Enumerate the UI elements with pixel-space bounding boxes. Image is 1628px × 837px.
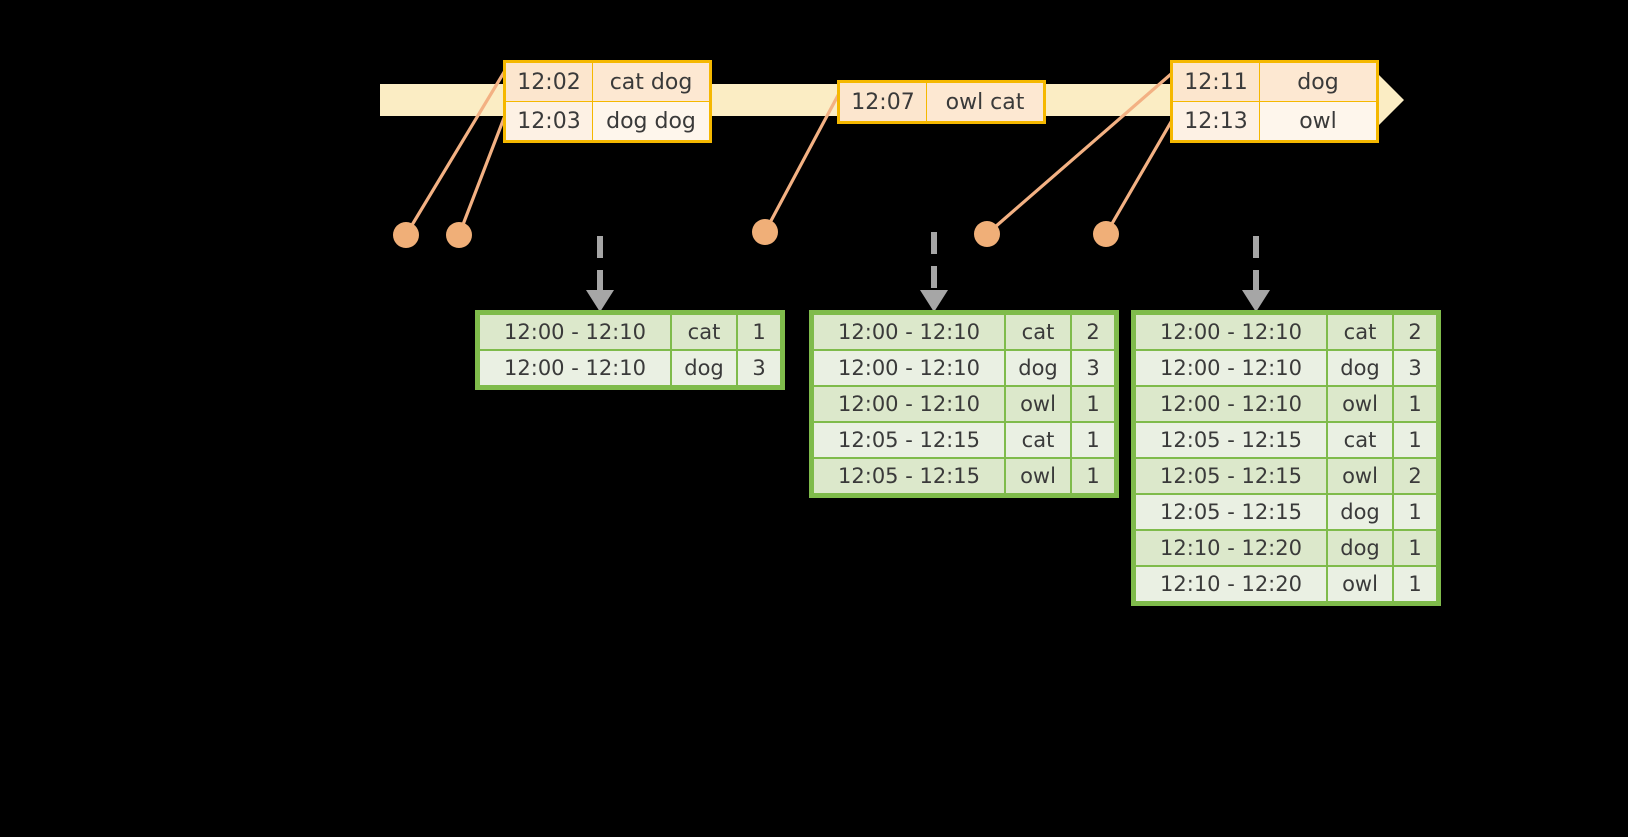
cell-word: cat [672, 315, 736, 349]
cell-word: dog [1006, 351, 1070, 385]
cell-window: 12:05 - 12:15 [1136, 495, 1326, 529]
event-row[interactable]: 12:03 dog dog [504, 101, 711, 142]
event-row[interactable]: 12:13 owl [1171, 101, 1378, 142]
event-box-group-1[interactable]: 12:02 cat dog 12:03 dog dog [503, 60, 712, 143]
cell-window: 12:05 - 12:15 [814, 459, 1004, 493]
cell-window: 12:05 - 12:15 [814, 423, 1004, 457]
cell-word: owl [1328, 387, 1392, 421]
event-dots [393, 219, 1119, 248]
cell-window: 12:00 - 12:10 [814, 315, 1004, 349]
cell-word: cat [1328, 423, 1392, 457]
cell-count: 1 [1072, 459, 1114, 493]
event-words: owl cat [926, 81, 1045, 123]
cell-word: owl [1006, 387, 1070, 421]
cell-word: owl [1328, 459, 1392, 493]
event-dot-5 [1093, 221, 1119, 247]
cell-window: 12:05 - 12:15 [1136, 423, 1326, 457]
cell-word: dog [1328, 531, 1392, 565]
cell-word: cat [1006, 423, 1070, 457]
event-time: 12:07 [838, 81, 927, 123]
event-words: owl [1259, 101, 1378, 142]
cell-word: dog [672, 351, 736, 385]
cell-count: 1 [1394, 567, 1436, 601]
cell-window: 12:10 - 12:20 [1136, 567, 1326, 601]
event-time: 12:03 [504, 101, 593, 142]
event-words: dog [1259, 61, 1378, 102]
cell-count: 2 [1394, 459, 1436, 493]
event-time: 12:02 [504, 61, 593, 102]
event-time: 12:13 [1171, 101, 1260, 142]
cell-count: 1 [1072, 387, 1114, 421]
event-words: cat dog [592, 61, 711, 102]
dashed-arrow-head-2 [920, 290, 948, 312]
event-dot-1 [393, 222, 419, 248]
dashed-arrow-head-3 [1242, 290, 1270, 312]
cell-window: 12:00 - 12:10 [814, 351, 1004, 385]
dashed-arrows [586, 232, 1270, 312]
event-time: 12:11 [1171, 61, 1260, 102]
event-dot-4 [974, 221, 1000, 247]
event-dot-2 [446, 222, 472, 248]
cell-word: cat [1328, 315, 1392, 349]
connector-line-1 [404, 62, 511, 237]
cell-word: owl [1328, 567, 1392, 601]
cell-count: 1 [1394, 531, 1436, 565]
event-box-group-3[interactable]: 12:11 dog 12:13 owl [1170, 60, 1379, 143]
event-row[interactable]: 12:02 cat dog [504, 61, 711, 102]
event-row[interactable]: 12:07 owl cat [838, 81, 1045, 123]
cell-window: 12:00 - 12:10 [480, 351, 670, 385]
cell-window: 12:05 - 12:15 [1136, 459, 1326, 493]
cell-word: owl [1006, 459, 1070, 493]
cell-window: 12:00 - 12:10 [480, 315, 670, 349]
cell-count: 1 [1072, 423, 1114, 457]
connector-line-2 [457, 103, 511, 237]
event-box-group-2[interactable]: 12:07 owl cat [837, 80, 1046, 124]
event-dot-3 [752, 219, 778, 245]
cell-count: 1 [1394, 423, 1436, 457]
cell-count: 1 [1394, 387, 1436, 421]
cell-window: 12:00 - 12:10 [1136, 315, 1326, 349]
connector-line-3 [763, 84, 845, 234]
cell-count: 1 [738, 315, 780, 349]
cell-count: 2 [1394, 315, 1436, 349]
cell-window: 12:00 - 12:10 [1136, 387, 1326, 421]
event-row[interactable]: 12:11 dog [1171, 61, 1378, 102]
cell-window: 12:00 - 12:10 [814, 387, 1004, 421]
connector-line-5 [1104, 108, 1180, 236]
cell-count: 3 [1072, 351, 1114, 385]
cell-count: 3 [1394, 351, 1436, 385]
cell-window: 12:00 - 12:10 [1136, 351, 1326, 385]
cell-word: dog [1328, 495, 1392, 529]
cell-word: cat [1006, 315, 1070, 349]
cell-count: 3 [738, 351, 780, 385]
dashed-arrow-head-1 [586, 290, 614, 312]
event-words: dog dog [592, 101, 711, 142]
cell-window: 12:10 - 12:20 [1136, 531, 1326, 565]
cell-word: dog [1328, 351, 1392, 385]
cell-count: 1 [1394, 495, 1436, 529]
cell-count: 2 [1072, 315, 1114, 349]
